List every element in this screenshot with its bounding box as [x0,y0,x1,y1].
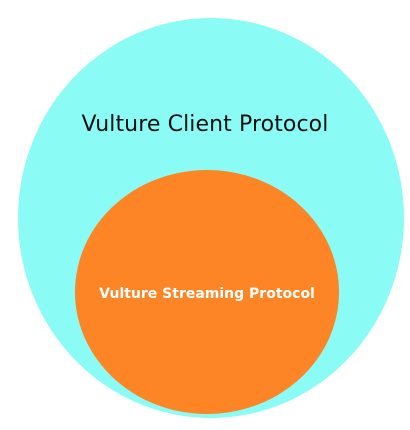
streaming-protocol-circle [75,170,339,414]
client-protocol-label: Vulture Client Protocol [81,112,329,137]
streaming-protocol-label: Vulture Streaming Protocol [99,286,315,302]
